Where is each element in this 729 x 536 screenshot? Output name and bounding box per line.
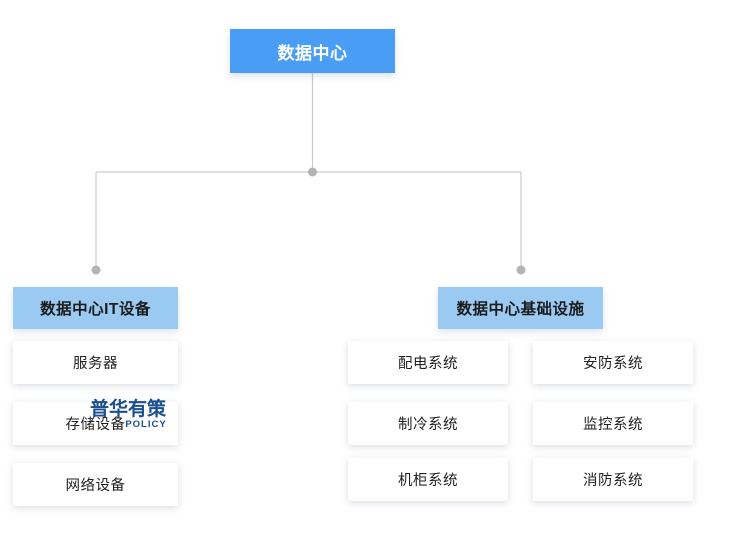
node-leaf-monitoring-system[interactable]: 监控系统 <box>533 402 693 445</box>
junction-dot-left <box>91 265 101 275</box>
node-leaf-network-device[interactable]: 网络设备 <box>13 463 178 506</box>
node-leaf-storage-device[interactable]: 存储设备 <box>13 402 178 445</box>
node-leaf-server[interactable]: 服务器 <box>13 341 178 384</box>
node-branch-infrastructure[interactable]: 数据中心基础设施 <box>438 287 603 329</box>
node-leaf-cabinet-system[interactable]: 机柜系统 <box>348 458 508 501</box>
node-branch-it-equipment[interactable]: 数据中心IT设备 <box>13 287 178 329</box>
junction-dot-right <box>516 265 526 275</box>
node-leaf-cooling-system[interactable]: 制冷系统 <box>348 402 508 445</box>
junction-dot-center <box>308 167 317 177</box>
node-leaf-power-distribution-system[interactable]: 配电系统 <box>348 341 508 384</box>
node-leaf-security-system[interactable]: 安防系统 <box>533 341 693 384</box>
node-leaf-fire-protection-system[interactable]: 消防系统 <box>533 458 693 501</box>
node-root-data-center[interactable]: 数据中心 <box>230 29 395 73</box>
